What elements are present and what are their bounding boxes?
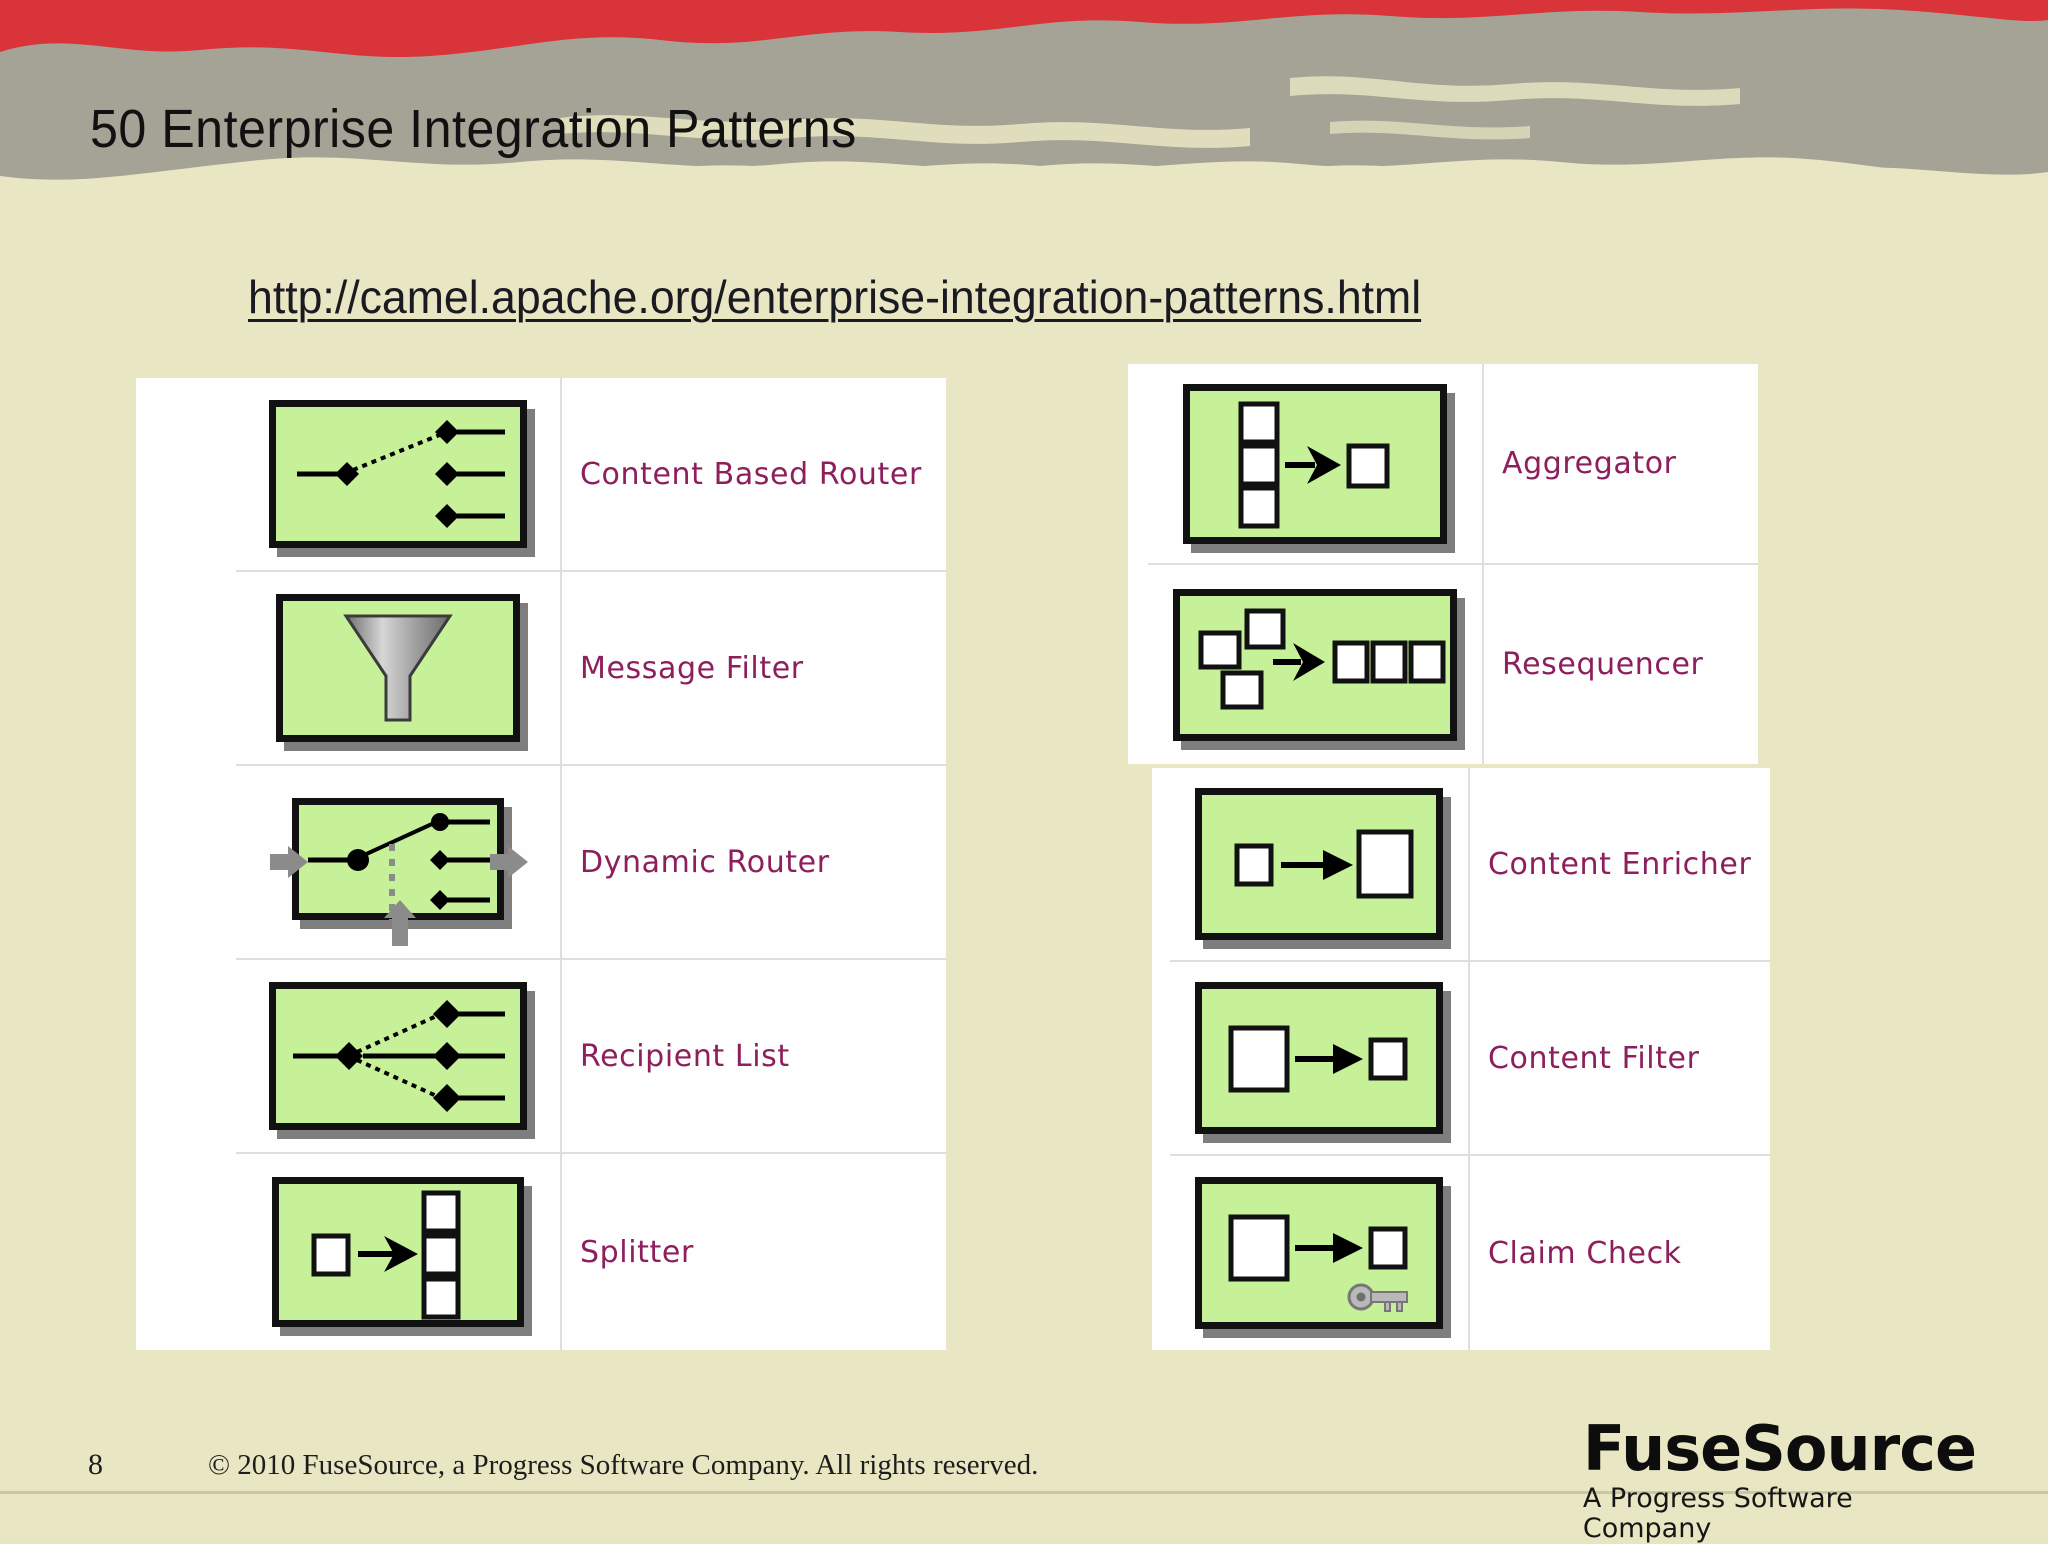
pattern-icon-cell <box>1148 364 1484 563</box>
torn-paper-banner <box>0 0 2048 200</box>
content-enricher-icon <box>1195 788 1451 949</box>
pattern-icon-cell <box>236 572 562 764</box>
pattern-icon-cell <box>236 1154 562 1350</box>
logo-tagline: A Progress Software Company <box>1582 1482 1853 1544</box>
pattern-icon-cell <box>236 960 562 1152</box>
footer-divider <box>0 1491 2048 1494</box>
pattern-label: Aggregator <box>1502 446 1677 481</box>
table-row[interactable]: Content Based Router <box>236 378 946 572</box>
pattern-icon-cell <box>1170 962 1470 1154</box>
fusesource-logo: FuseSource A Progress Software Company <box>1582 1411 1977 1544</box>
left-table-margin-strip <box>136 378 236 1350</box>
pattern-label: Splitter <box>580 1234 694 1270</box>
claim-check-icon <box>1195 1177 1451 1338</box>
pattern-icon-cell <box>1170 768 1470 960</box>
table-row[interactable]: Claim Check <box>1170 1156 1770 1350</box>
eip-documentation-link[interactable]: http://camel.apache.org/enterprise-integ… <box>248 271 1422 323</box>
pattern-icon-cell <box>236 766 562 958</box>
table-row[interactable]: Splitter <box>236 1154 946 1350</box>
aggregator-icon <box>1183 383 1455 553</box>
pattern-icon-cell <box>1148 565 1484 764</box>
table-row[interactable]: Content Filter <box>1170 962 1770 1156</box>
table-row[interactable]: Resequencer <box>1148 565 1758 764</box>
slide-title: 50 Enterprise Integration Patterns <box>90 99 857 159</box>
message-filter-icon <box>276 594 528 751</box>
table-row[interactable]: Dynamic Router <box>236 766 946 960</box>
table-row[interactable]: Recipient List <box>236 960 946 1154</box>
content-filter-icon <box>1195 982 1451 1143</box>
pattern-label: Dynamic Router <box>580 844 830 880</box>
splitter-icon <box>272 1177 532 1336</box>
dynamic-router-control-arrow-icon <box>384 900 416 946</box>
dynamic-router-input-arrow-icon <box>270 846 308 878</box>
dynamic-router-output-arrow-icon <box>490 846 528 878</box>
table-row[interactable]: Message Filter <box>236 572 946 766</box>
page-number: 8 <box>88 1448 103 1481</box>
table-row[interactable]: Aggregator <box>1148 364 1758 565</box>
left-patterns-table: Content Based Router <box>236 378 946 1350</box>
pattern-label: Message Filter <box>580 650 804 686</box>
logo-name: FuseSource <box>1582 1411 1977 1485</box>
key-glyph-icon <box>1347 1283 1408 1312</box>
right-bottom-patterns-table: Content Enricher Content Filter <box>1170 768 1770 1350</box>
pattern-label: Claim Check <box>1488 1235 1682 1271</box>
copyright-text: © 2010 FuseSource, a Progress Software C… <box>208 1449 1039 1481</box>
banner-art <box>0 0 2048 200</box>
table-row[interactable]: Content Enricher <box>1170 768 1770 962</box>
resequencer-icon <box>1173 588 1465 750</box>
pattern-icon-cell <box>236 378 562 570</box>
pattern-icon-cell <box>1170 1156 1470 1350</box>
pattern-label: Content Based Router <box>580 456 922 492</box>
right-top-patterns-table: Aggregator <box>1148 364 1758 764</box>
recipient-list-icon <box>269 982 535 1139</box>
pattern-label: Content Enricher <box>1488 846 1752 882</box>
pattern-label: Recipient List <box>580 1038 790 1074</box>
pattern-label: Content Filter <box>1488 1040 1700 1076</box>
content-based-router-icon <box>269 400 535 557</box>
pattern-label: Resequencer <box>1502 647 1704 682</box>
